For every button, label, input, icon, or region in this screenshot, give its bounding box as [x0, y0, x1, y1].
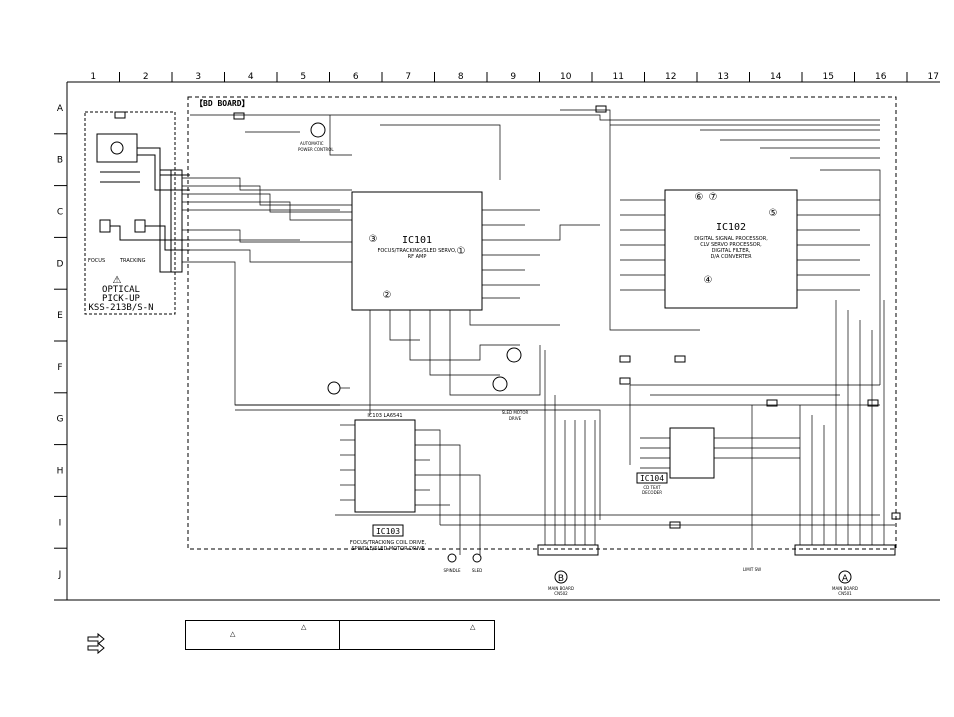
column-label-9: 9: [510, 72, 516, 82]
circled-number: ④: [704, 275, 713, 286]
column-label-14: 14: [770, 72, 782, 82]
ic104-name-box: [636, 472, 668, 484]
caution-note-box: △ △ △: [185, 620, 495, 650]
apc-label: AUTOMATIC: [300, 141, 324, 146]
pickup-focus-label: FOCUS: [88, 258, 105, 264]
ic103-name-box: [372, 524, 404, 537]
row-label-H: H: [57, 467, 64, 477]
sled-label: SLED: [472, 568, 482, 573]
pickup-caution-icon: ⚠: [113, 275, 122, 286]
signal-tags: [114, 105, 901, 529]
bd-board-outline: [187, 96, 897, 550]
ic103-desc1: FOCUS/TRACKING COIL DRIVE,: [350, 540, 427, 546]
ic102-desc4: D/A CONVERTER: [710, 254, 752, 260]
ic102-body: [664, 189, 798, 309]
column-label-15: 15: [823, 72, 834, 82]
column-label-2: 2: [143, 72, 149, 82]
row-label-I: I: [59, 518, 62, 528]
connector-b-label: B: [558, 574, 564, 584]
ic102-desc2: CLV SERVO PROCESSOR,: [700, 242, 762, 248]
wiring: [182, 109, 895, 555]
circled-number: ⑦: [709, 192, 718, 203]
column-label-5: 5: [300, 72, 306, 82]
circled-number: ②: [383, 290, 392, 301]
motor-markers: [447, 553, 482, 563]
ic104-desc2: DECODER: [642, 490, 662, 495]
connector-a-caption2: CN501: [838, 591, 852, 596]
row-labels: A B C D E F G H I J: [57, 104, 64, 580]
ic103-name: IC103: [376, 527, 400, 536]
optical-pickup-block: [84, 111, 190, 315]
ic101-desc2: RF AMP: [408, 254, 427, 260]
sled-drive-label2: DRIVE: [509, 416, 522, 421]
apc-label2: POWER CONTROL: [298, 147, 334, 152]
ic104-name: IC104: [640, 474, 664, 483]
row-label-E: E: [57, 311, 63, 321]
ic101-name: IC101: [402, 235, 432, 246]
column-label-8: 8: [458, 72, 464, 82]
column-label-4: 4: [248, 72, 254, 82]
pickup-line2: PICK-UP: [102, 294, 141, 304]
column-label-16: 16: [875, 72, 887, 82]
pickup-tracking-label: TRACKING: [119, 258, 146, 264]
note-divider: [339, 621, 340, 649]
row-label-D: D: [57, 259, 64, 269]
row-ticks: [54, 133, 67, 601]
column-label-10: 10: [560, 72, 572, 82]
ic104-body: [669, 427, 715, 479]
ic102-desc1: DIGITAL SIGNAL PROCESSOR,: [694, 236, 768, 242]
column-label-11: 11: [613, 72, 624, 82]
connector-a: [794, 544, 896, 584]
caution-icon-left: △: [230, 630, 236, 638]
column-header: [66, 81, 940, 601]
connector-a-caption1: MAIN BOARD: [832, 586, 858, 591]
pickup-connector: [159, 169, 183, 273]
row-label-B: B: [57, 156, 63, 166]
pickup-line3: KSS-213B/S-N: [88, 303, 153, 313]
connector-a-label: A: [842, 574, 849, 584]
row-label-G: G: [57, 415, 64, 425]
row-label-A: A: [57, 104, 64, 114]
circled-number: ⑥: [695, 192, 704, 203]
board-title: 【BD BOARD】: [195, 98, 250, 108]
connector-b-caption1: MAIN BOARD: [548, 586, 574, 591]
ic103-header: IC103 LA6541: [367, 413, 402, 419]
circled-number: ①: [457, 246, 466, 257]
ic101-desc: FOCUS/TRACKING/SLED SERVO,: [378, 248, 457, 254]
circled-number: ③: [369, 234, 378, 245]
ic101-body: [351, 191, 483, 311]
pickup-line1: OPTICAL: [102, 285, 140, 295]
sled-drive-label: SLED MOTOR: [502, 410, 529, 415]
legend-arrows: [87, 632, 105, 655]
circled-number: ⑤: [769, 208, 778, 219]
column-label-13: 13: [718, 72, 729, 82]
column-label-12: 12: [665, 72, 676, 82]
ic103-desc2: SPINDLE/SLED MOTOR DRIVE: [351, 546, 424, 552]
column-ticks: [119, 72, 908, 82]
column-label-3: 3: [195, 72, 201, 82]
ic102-name: IC102: [716, 222, 746, 233]
ic104-desc1: CD TEXT: [643, 485, 661, 490]
row-label-J: J: [58, 570, 62, 580]
caution-icon-right: △: [470, 623, 476, 631]
row-label-C: C: [57, 208, 63, 218]
limit-sw-label: LIMIT SW: [743, 567, 761, 572]
column-label-6: 6: [353, 72, 359, 82]
ic103-body: [354, 419, 416, 513]
column-label-17: 17: [928, 72, 939, 82]
ic102-desc3: DIGITAL FILTER,: [712, 248, 751, 254]
column-label-7: 7: [405, 72, 411, 82]
caution-icon-mid: △: [301, 623, 307, 631]
spindle-label: SPINDLE: [444, 568, 461, 573]
connector-b: [537, 544, 599, 584]
transistor-q101: [310, 122, 522, 395]
row-label-F: F: [57, 363, 62, 373]
column-label-1: 1: [90, 72, 96, 82]
connector-b-caption2: CN502: [554, 591, 568, 596]
